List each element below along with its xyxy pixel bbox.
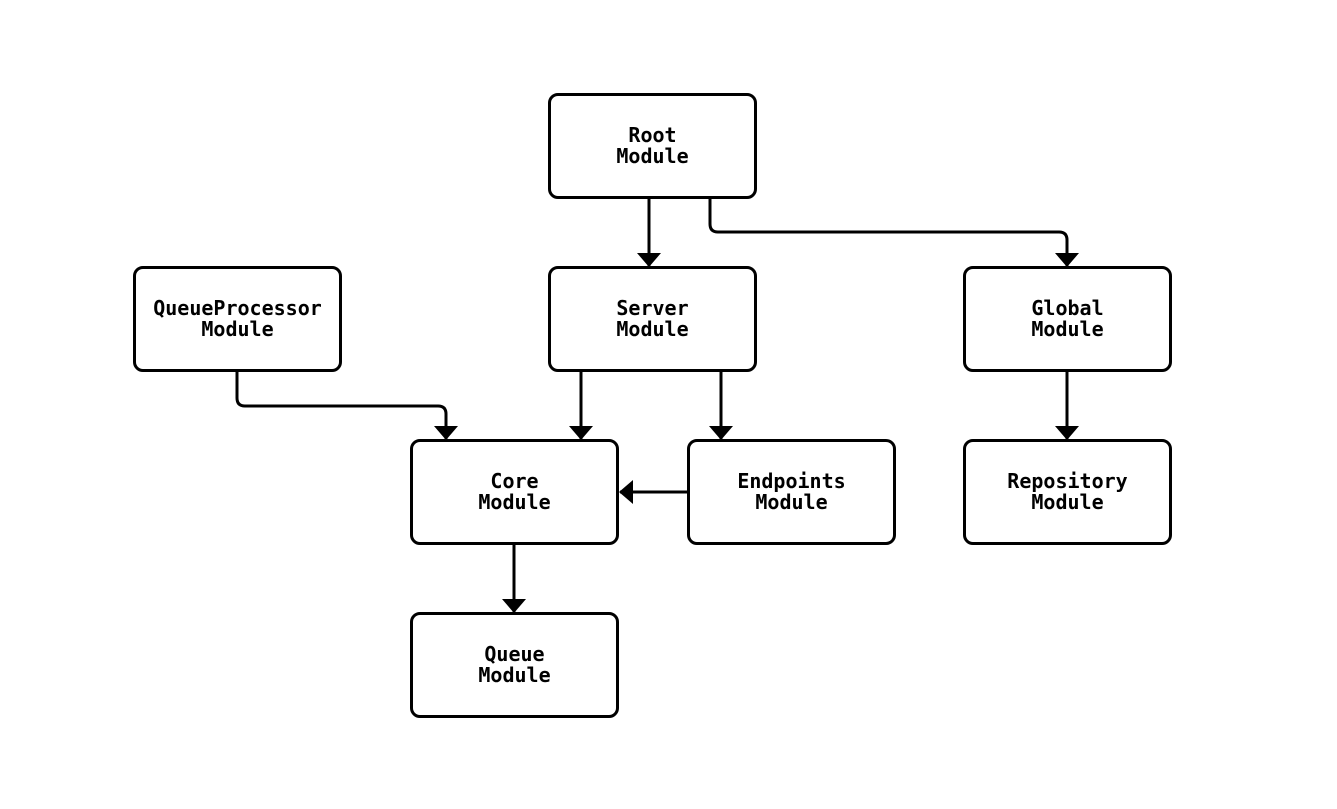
node-endpoints-module: Endpoints Module (687, 439, 896, 545)
node-global-module-label: Global Module (1031, 296, 1104, 341)
node-repository-module: Repository Module (963, 439, 1172, 545)
edge-queueprocessor-to-core-arrow (235, 372, 458, 440)
node-repository-module-label: Repository Module (1007, 469, 1128, 514)
node-queueprocessor-module-label: QueueProcessor Module (153, 296, 322, 341)
node-queue-module: Queue Module (410, 612, 619, 718)
node-server-module: Server Module (548, 266, 757, 372)
node-core-module-label: Core Module (478, 469, 551, 514)
edge-root-to-global-arrow (708, 199, 1079, 267)
node-root-module-label: Root Module (616, 123, 689, 168)
node-queueprocessor-module: QueueProcessor Module (133, 266, 342, 372)
node-core-module: Core Module (410, 439, 619, 545)
node-server-module-label: Server Module (616, 296, 689, 341)
node-global-module: Global Module (963, 266, 1172, 372)
node-root-module: Root Module (548, 93, 757, 199)
node-queue-module-label: Queue Module (478, 642, 551, 687)
node-endpoints-module-label: Endpoints Module (737, 469, 846, 514)
